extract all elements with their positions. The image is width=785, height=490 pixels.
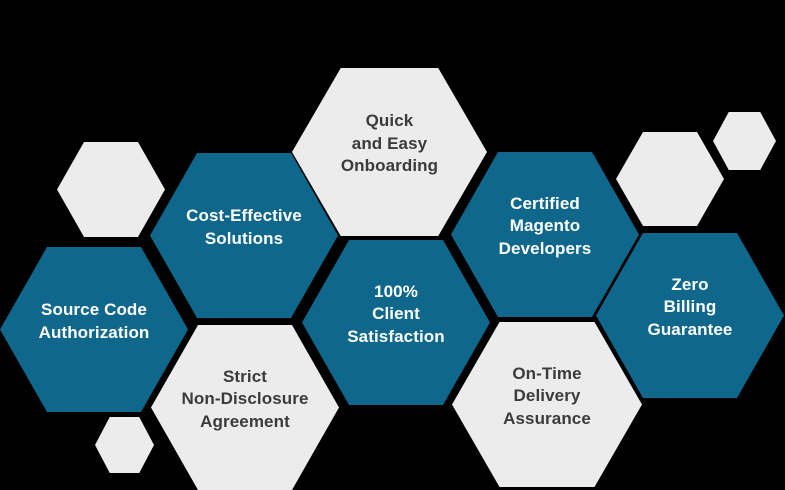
hex-client-satisfaction-label: 100% Client Satisfaction [347, 281, 445, 346]
decorative-hexagon-bottom-left-small [95, 417, 154, 473]
hex-client-satisfaction: 100% Client Satisfaction [302, 240, 490, 405]
decorative-hexagon-top-right-small [713, 112, 776, 170]
hex-source-code-authorization: Source Code Authorization [0, 247, 188, 412]
hex-quick-easy-onboarding-label: Quick and Easy Onboarding [340, 111, 439, 176]
decorative-hexagon-top-left [57, 142, 165, 237]
hex-strict-non-disclosure-agreement: Strict Non-Disclosure Agreement [151, 325, 339, 490]
hex-certified-magento-developers-label: Certified Magento Developers [498, 193, 592, 258]
decorative-hexagon-right [616, 132, 724, 226]
hex-quick-easy-onboarding: Quick and Easy Onboarding [292, 68, 487, 236]
hex-cost-effective-solutions-label: Cost-Effective Solutions [186, 206, 302, 248]
hex-source-code-authorization-label: Source Code Authorization [38, 300, 150, 342]
hex-on-time-delivery-assurance: On-Time Delivery Assurance [452, 322, 642, 487]
hex-zero-billing-guarantee-label: Zero Billing Guarantee [647, 274, 733, 339]
hex-strict-non-disclosure-agreement-label: Strict Non-Disclosure Agreement [181, 366, 309, 431]
hex-on-time-delivery-assurance-label: On-Time Delivery Assurance [503, 363, 591, 428]
